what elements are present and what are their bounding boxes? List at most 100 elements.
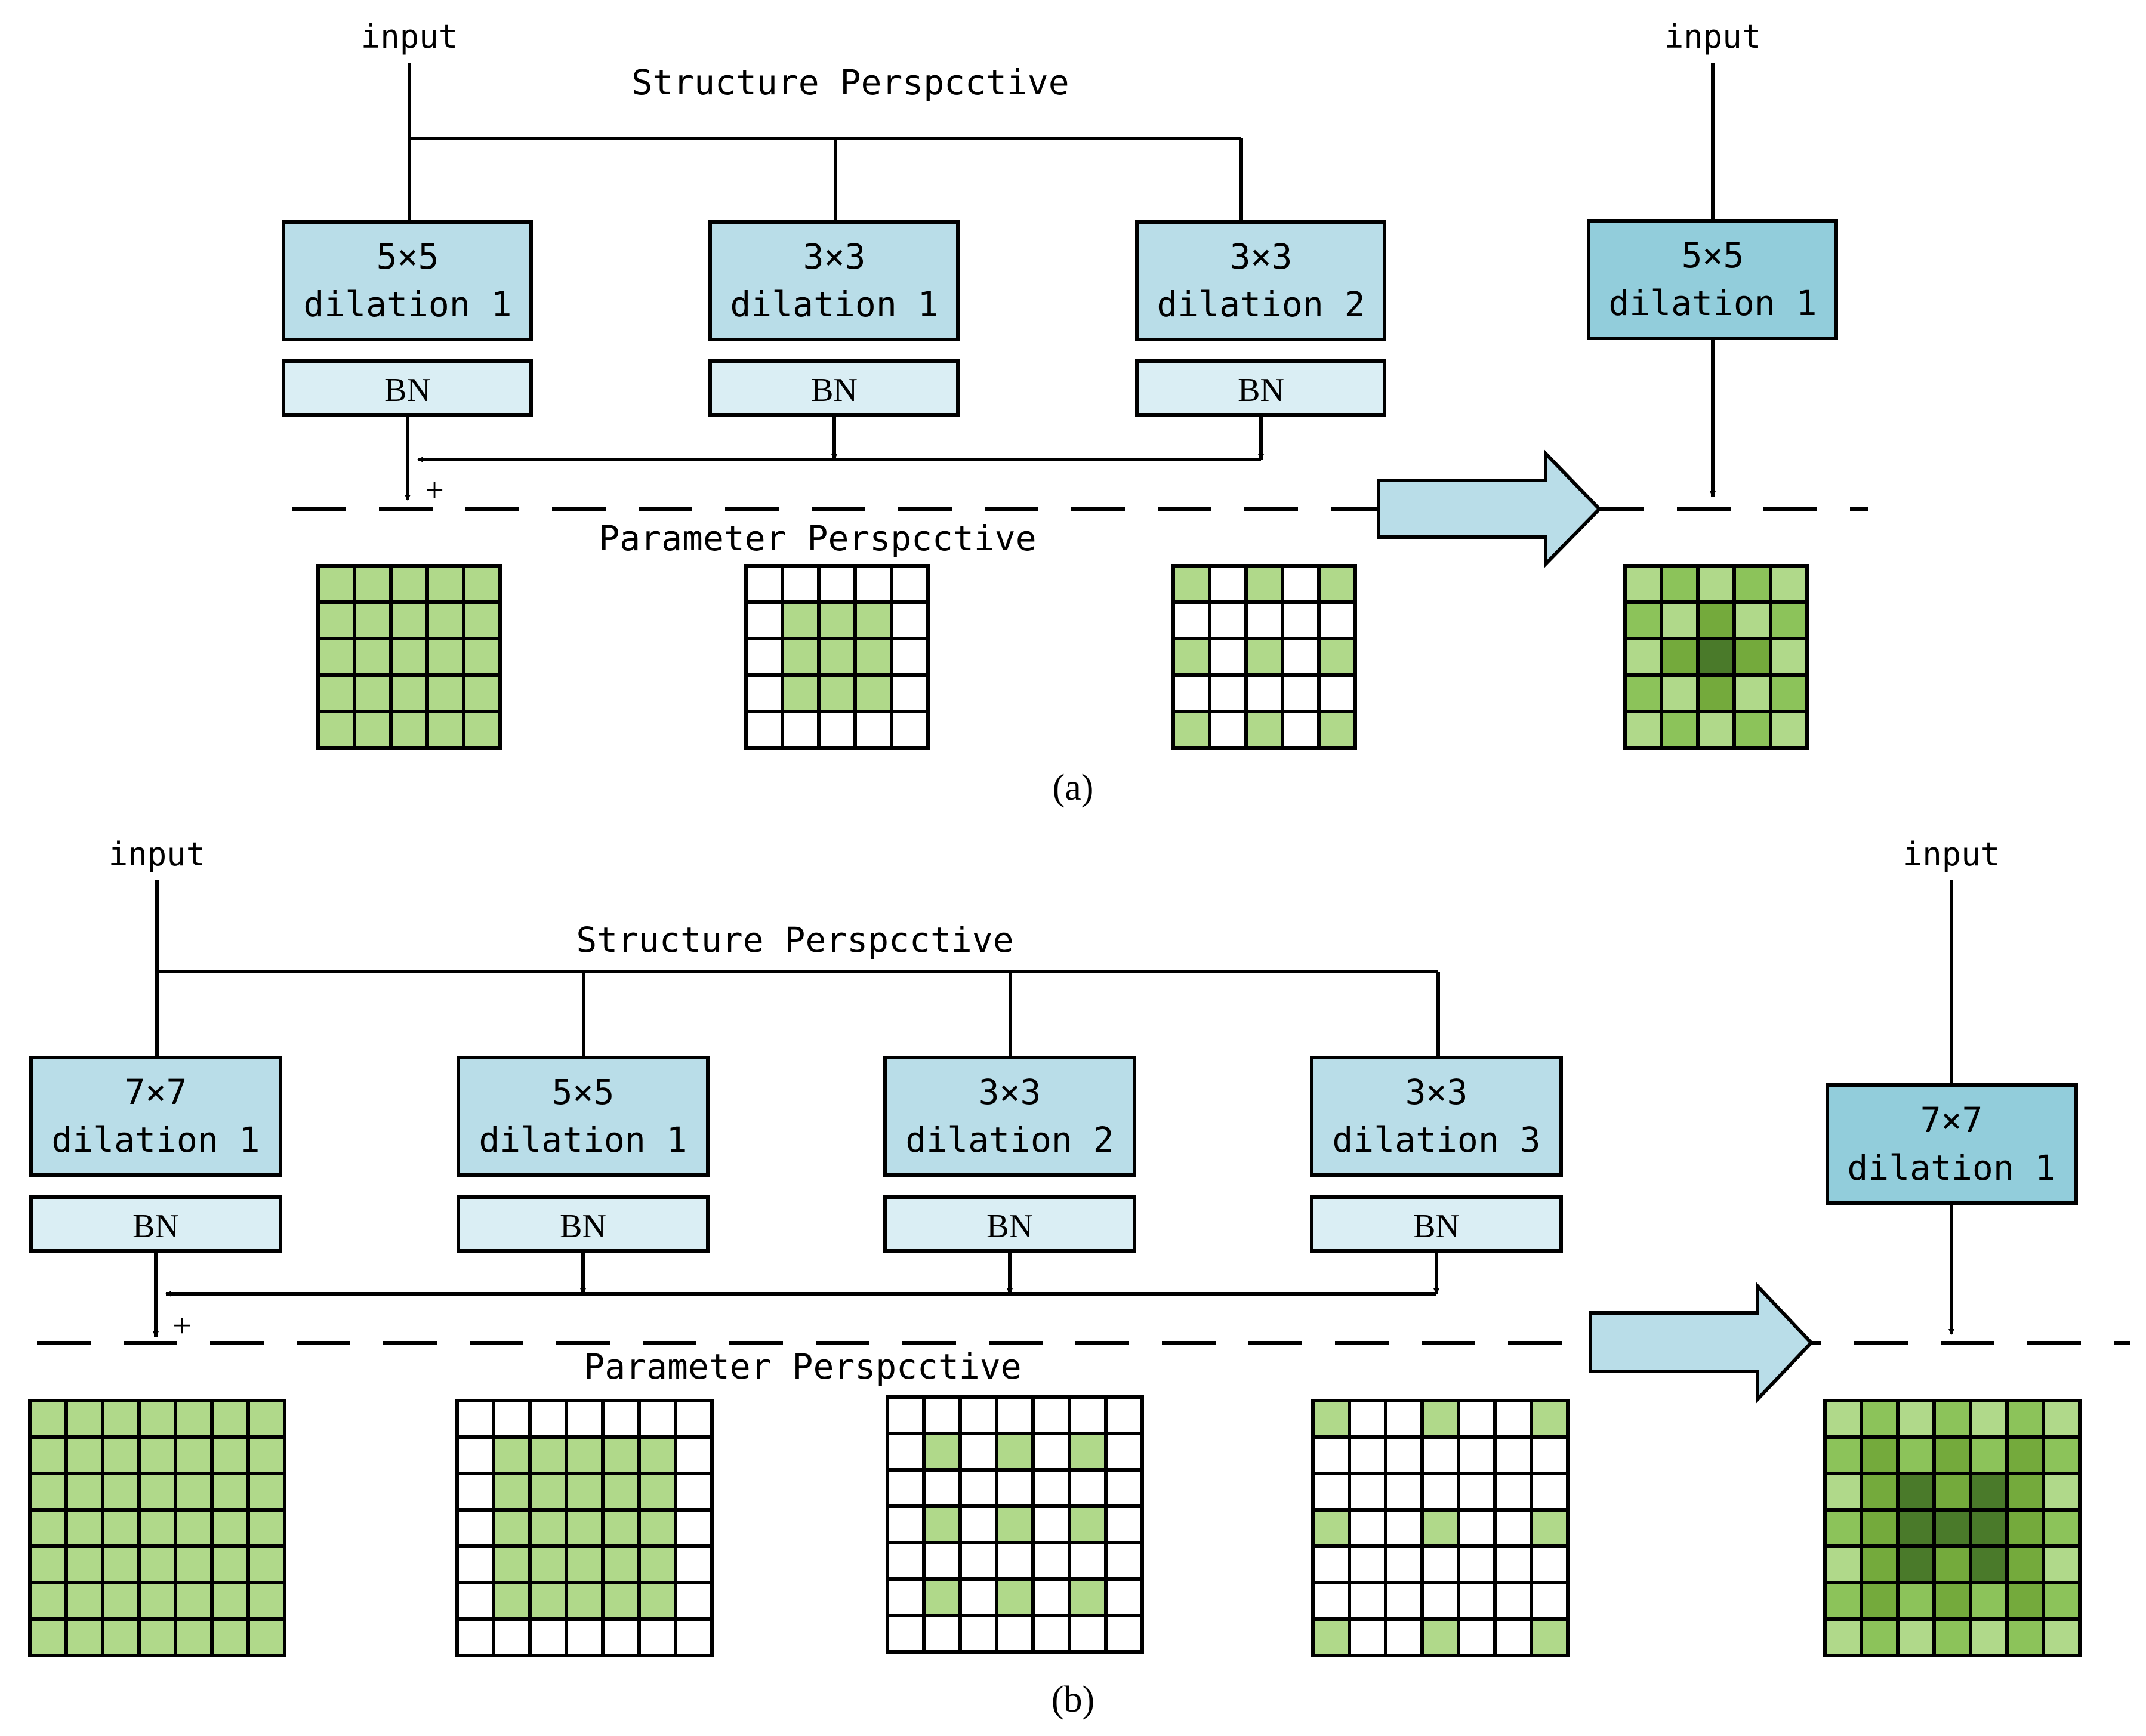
kernel-cell xyxy=(2042,1508,2082,1548)
kernel-cell xyxy=(492,1508,532,1548)
kernel-cell xyxy=(744,600,784,640)
kernel-cell xyxy=(101,1617,141,1657)
kernel-cell xyxy=(1769,600,1809,640)
kernel-cell xyxy=(922,1504,962,1544)
kernel-cell xyxy=(817,637,857,677)
kernel-cell xyxy=(853,564,893,604)
kernel-cell xyxy=(1660,600,1700,640)
kernel-cell xyxy=(1823,1399,1863,1439)
kernel-cell xyxy=(101,1472,141,1512)
kernel-cell xyxy=(64,1581,104,1621)
kernel-cell xyxy=(28,1617,68,1657)
dilation-label: dilation 2 xyxy=(905,1120,1114,1160)
kernel-cell xyxy=(28,1399,68,1439)
kernel-cell xyxy=(637,1399,677,1439)
kernel-cell xyxy=(886,1541,926,1581)
kernel-cell xyxy=(316,673,356,713)
kernel-cell xyxy=(1530,1617,1570,1657)
kernel-cell xyxy=(1208,564,1248,604)
kernel-cell xyxy=(1311,1472,1351,1512)
bn-box xyxy=(883,1195,1136,1253)
kernel-cell xyxy=(1493,1581,1533,1621)
kernel-cell xyxy=(426,564,465,604)
kernel-cell xyxy=(1348,1617,1388,1657)
kernel-cell xyxy=(174,1472,214,1512)
kernel-cell xyxy=(1823,1617,1863,1657)
kernel-cell xyxy=(1104,1468,1144,1508)
kernel-cell xyxy=(316,564,356,604)
kernel-cell xyxy=(1457,1544,1497,1584)
kernel-size-label: 5×5 xyxy=(1682,235,1744,276)
kernel-cell xyxy=(781,600,821,640)
kernel-grids-b xyxy=(28,1395,2082,1657)
kernel-cell xyxy=(426,637,465,677)
kernel-cell xyxy=(210,1399,250,1439)
kernel-cell xyxy=(1171,673,1211,713)
kernel-cell xyxy=(462,673,502,713)
kernel-cell xyxy=(210,1508,250,1548)
dilation-label: dilation 1 xyxy=(303,284,511,325)
kernel-cell xyxy=(2042,1472,2082,1512)
kernel-cell xyxy=(1281,564,1321,604)
bn-box xyxy=(1135,359,1386,417)
kernel-cell xyxy=(1823,1508,1863,1548)
kernel-cell xyxy=(1311,1508,1351,1548)
kernel-cell xyxy=(316,637,356,677)
kernel-cell xyxy=(995,1577,1035,1617)
bn-box xyxy=(1310,1195,1563,1253)
conv-box xyxy=(708,220,960,341)
reparameterize-arrow xyxy=(1377,449,1602,569)
kernel-cell xyxy=(174,1399,214,1439)
kernel-cell xyxy=(1171,637,1211,677)
kernel-cell xyxy=(1104,1504,1144,1544)
kernel-cell xyxy=(890,600,930,640)
kernel-grid xyxy=(1311,1399,1570,1657)
kernel-cell xyxy=(1969,1435,2009,1475)
kernel-cell xyxy=(1493,1399,1533,1439)
kernel-size-label: 5×5 xyxy=(377,236,439,277)
kernel-cell xyxy=(1317,600,1357,640)
kernel-cell xyxy=(1457,1472,1497,1512)
kernel-cell xyxy=(246,1617,286,1657)
kernel-cell xyxy=(1311,1617,1351,1657)
kernel-grid xyxy=(455,1399,714,1657)
kernel-cell xyxy=(1896,1544,1936,1584)
kernel-cell xyxy=(64,1617,104,1657)
kernel-cell xyxy=(565,1435,605,1475)
kernel-cell xyxy=(1769,637,1809,677)
kernel-cell xyxy=(528,1617,568,1657)
conv-branch-5x5-d1: 5×5 dilation 1 BN xyxy=(457,1056,710,1253)
kernel-cell xyxy=(958,1577,998,1617)
kernel-cell xyxy=(1732,600,1772,640)
kernel-cell xyxy=(1068,1468,1108,1508)
kernel-cell xyxy=(922,1468,962,1508)
kernel-cell xyxy=(492,1544,532,1584)
kernel-cell xyxy=(1969,1581,2009,1621)
kernel-cell xyxy=(565,1399,605,1439)
dilation-label: dilation 2 xyxy=(1157,284,1365,325)
kernel-cell xyxy=(601,1581,641,1621)
kernel-cell xyxy=(1769,710,1809,750)
kernel-grid xyxy=(28,1399,286,1657)
kernel-cell xyxy=(101,1508,141,1548)
bn-box xyxy=(457,1195,710,1253)
kernel-cell xyxy=(1171,600,1211,640)
kernel-cell xyxy=(1623,710,1663,750)
kernel-cell xyxy=(1384,1472,1424,1512)
kernel-cell xyxy=(674,1399,714,1439)
kernel-cell xyxy=(1932,1472,1972,1512)
kernel-cell xyxy=(565,1472,605,1512)
merged-conv-box xyxy=(1587,219,1838,340)
kernel-cell xyxy=(1896,1472,1936,1512)
kernel-cell xyxy=(1384,1581,1424,1621)
kernel-cell xyxy=(1104,1541,1144,1581)
kernel-cell xyxy=(174,1435,214,1475)
kernel-cell xyxy=(1823,1472,1863,1512)
plus-sign: + xyxy=(172,1308,192,1345)
kernel-cell xyxy=(1860,1435,1900,1475)
kernel-cell xyxy=(1696,673,1736,713)
kernel-cell xyxy=(1896,1508,1936,1548)
kernel-cell xyxy=(246,1544,286,1584)
conv-box xyxy=(883,1056,1136,1177)
